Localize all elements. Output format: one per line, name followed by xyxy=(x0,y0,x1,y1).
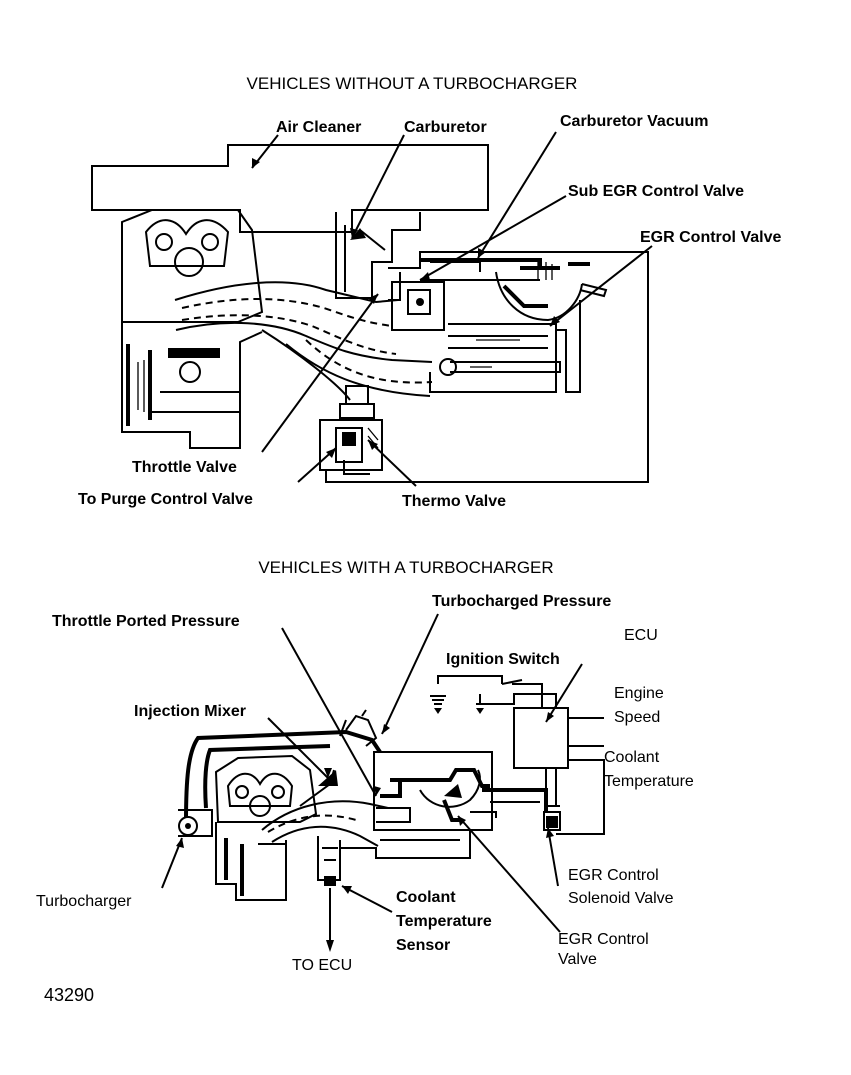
to-purge-control-valve-label: To Purge Control Valve xyxy=(78,491,253,508)
ignition-switch-label: Ignition Switch xyxy=(446,651,560,668)
carburetor-vacuum-label: Carburetor Vacuum xyxy=(560,113,708,130)
thermo-valve-label: Thermo Valve xyxy=(402,493,506,510)
injection-mixer-label: Injection Mixer xyxy=(134,703,246,720)
throttle-ported-pressure-label: Throttle Ported Pressure xyxy=(52,613,240,630)
egr-control-valve-label: EGR Control Valve xyxy=(640,229,781,246)
figure-number: 43290 xyxy=(44,985,94,1005)
coolant-temperature-label-line1: Coolant xyxy=(604,749,660,766)
air-cleaner-label: Air Cleaner xyxy=(276,119,361,136)
bottom-section-title: VEHICLES WITH A TURBOCHARGER xyxy=(258,558,553,577)
egr-control-valve-label-line2: Valve xyxy=(558,951,597,968)
bottom-leader-lines xyxy=(161,613,583,933)
egr-solenoid-valve-label-line1: EGR Control xyxy=(568,867,659,884)
throttle-valve-label: Throttle Valve xyxy=(132,459,237,476)
sub-egr-control-valve-label: Sub EGR Control Valve xyxy=(568,183,744,200)
egr-solenoid-valve-label-line2: Solenoid Valve xyxy=(568,890,674,907)
top-engine-drawing xyxy=(91,144,649,483)
carburetor-label: Carburetor xyxy=(404,119,487,136)
engine-speed-label-line2: Speed xyxy=(614,709,660,726)
ecu-label: ECU xyxy=(624,627,658,644)
coolant-temp-sensor-label-line3: Sensor xyxy=(396,937,450,954)
engine-speed-label-line1: Engine xyxy=(614,685,664,702)
coolant-temp-sensor-label-line2: Temperature xyxy=(396,913,492,930)
bottom-engine-drawing xyxy=(178,675,605,952)
egr-control-valve-label-line1: EGR Control xyxy=(558,931,649,948)
turbocharged-pressure-label: Turbocharged Pressure xyxy=(432,593,611,610)
turbocharger-label: Turbocharger xyxy=(36,893,132,910)
coolant-temperature-label-line2: Temperature xyxy=(604,773,694,790)
coolant-temp-sensor-label-line1: Coolant xyxy=(396,889,456,906)
top-leader-lines xyxy=(251,131,653,487)
top-section-title: VEHICLES WITHOUT A TURBOCHARGER xyxy=(247,74,578,93)
to-ecu-label: TO ECU xyxy=(292,957,352,974)
